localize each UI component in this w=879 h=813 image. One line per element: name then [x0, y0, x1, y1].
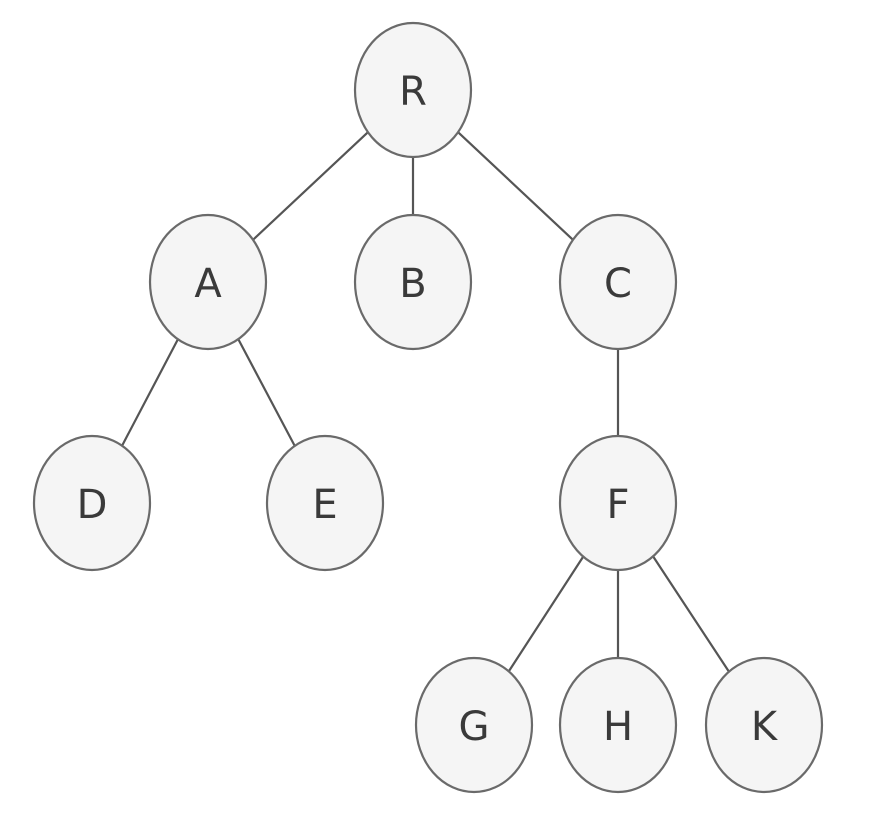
tree-node-c: C — [558, 213, 678, 351]
node-label: G — [459, 704, 490, 750]
node-ellipse — [558, 434, 678, 572]
tree-node-b: B — [353, 213, 473, 351]
node-ellipse — [558, 656, 678, 794]
node-ellipse — [353, 21, 473, 159]
edge-a-d — [120, 338, 180, 447]
node-label: R — [399, 69, 427, 115]
node-label: K — [751, 704, 779, 750]
node-ellipse — [704, 656, 824, 794]
edge-f-k — [651, 555, 731, 673]
edge-a-e — [237, 338, 296, 447]
node-label: B — [399, 261, 426, 307]
tree-node-f: F — [558, 434, 678, 572]
tree-node-a: A — [148, 213, 268, 351]
edges-layer — [120, 131, 731, 673]
node-ellipse — [265, 434, 385, 572]
node-label: C — [604, 261, 632, 307]
tree-node-g: G — [414, 656, 534, 794]
tree-node-h: H — [558, 656, 678, 794]
node-ellipse — [148, 213, 268, 351]
node-label: E — [312, 482, 337, 528]
edge-r-c — [456, 131, 575, 241]
node-ellipse — [558, 213, 678, 351]
tree-node-k: K — [704, 656, 824, 794]
edge-r-a — [251, 131, 370, 241]
tree-node-r: R — [353, 21, 473, 159]
tree-node-e: E — [265, 434, 385, 572]
node-label: A — [194, 261, 222, 307]
node-label: D — [77, 482, 108, 528]
node-label: F — [606, 482, 629, 528]
edge-f-g — [507, 555, 585, 673]
node-ellipse — [414, 656, 534, 794]
nodes-layer: R A B C D E F G H K — [32, 21, 824, 794]
node-label: H — [603, 704, 633, 750]
tree-node-d: D — [32, 434, 152, 572]
node-ellipse — [353, 213, 473, 351]
node-ellipse — [32, 434, 152, 572]
